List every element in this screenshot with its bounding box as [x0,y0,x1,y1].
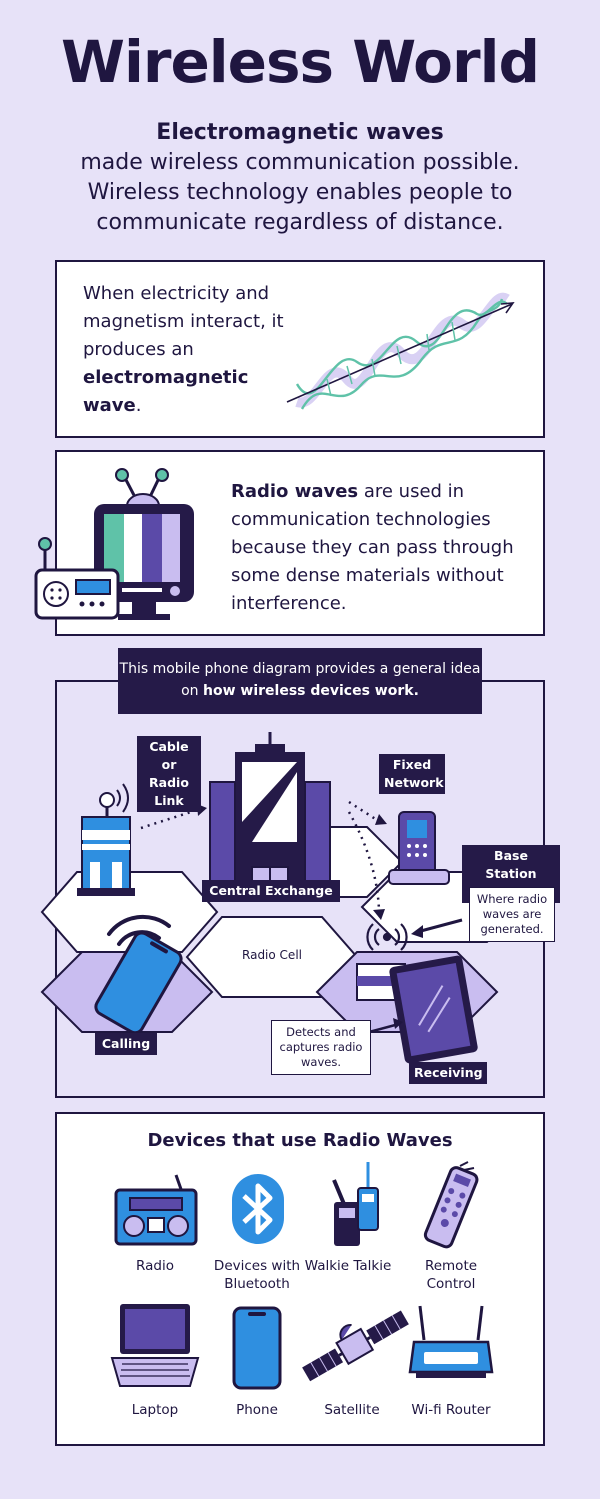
diagram-header-bold: how wireless devices work. [203,683,419,699]
radio-cell-label: Radio Cell [242,948,302,962]
phone-icon [232,1306,282,1390]
diagram-drawing [40,732,524,1064]
intro-bold: Electromagnetic waves [156,120,444,145]
calling-tag: Calling [95,1033,157,1055]
diagram-header: This mobile phone diagram provides a gen… [118,648,482,714]
calling-phone-icon [94,931,183,1035]
device-label-wifi-router: Wi-fi Router [411,1402,491,1418]
device-label-satellite: Satellite [324,1402,380,1418]
em-text-bold: electromagnetic wave [83,367,249,416]
em-wave-icon [286,292,515,410]
satellite-icon [302,1310,409,1382]
radio-text-bold: Radio waves [231,481,359,502]
device-label-radio: Radio [136,1258,174,1274]
em-wave-text: When electricity and magnetism interact,… [83,280,293,420]
receiving-tag: Receiving [409,1062,487,1084]
central-exchange-tag: Central Exchange [202,880,340,902]
wifi-router-icon [408,1305,494,1378]
walkie-talkie-icon [332,1162,379,1246]
intro-line-3: communicate regardless of distance. [96,210,504,235]
detect-note: Detects and captures radio waves. [271,1020,371,1075]
page-title: Wireless World [60,28,540,96]
fixed-network-tag: Fixed Network [379,754,445,794]
radio-icon [114,1174,198,1246]
laptop-icon [110,1304,200,1387]
device-label-phone: Phone [236,1402,278,1418]
building-icon [209,732,331,901]
device-label-laptop: Laptop [131,1402,179,1418]
remote-control-icon [423,1161,479,1249]
devices-card [55,1112,545,1446]
device-label-bluetooth: Devices with Bluetooth [213,1258,301,1292]
cable-link-tag: Cable or Radio Link [137,736,201,812]
intro-line-1: made wireless communication possible. [80,150,520,175]
diagram-card: Cable or Radio Link Fixed Network Base S… [40,680,560,1098]
device-label-remote: Remote Control [424,1258,478,1292]
radio-waves-card: Radio waves are used in communication te… [34,450,545,636]
radio-text-body: are used in communication technologies b… [231,481,514,614]
diagram-header-text: This mobile phone diagram provides a gen… [119,661,481,699]
radio-waves-text: Radio waves are used in communication te… [231,478,531,618]
em-text-a: When electricity and magnetism interact,… [83,283,284,360]
base-station-note: Where radio waves are generated. [469,887,555,942]
base-antenna-icon [366,923,408,951]
intro-text: Electromagnetic waves made wireless comm… [0,118,600,238]
tablet-icon [389,955,478,1064]
em-text-c: . [135,395,142,416]
bluetooth-icon [232,1174,284,1244]
intro-line-2: Wireless technology enables people to [87,180,513,205]
fixed-phone-icon [388,811,450,885]
antenna-tower-icon [77,783,135,896]
devices-title: Devices that use Radio Waves [147,1130,453,1151]
tv-radio-icon [34,468,194,620]
em-wave-card: When electricity and magnetism interact,… [55,260,545,438]
device-label-walkie-talkie: Walkie Talkie [304,1258,392,1274]
